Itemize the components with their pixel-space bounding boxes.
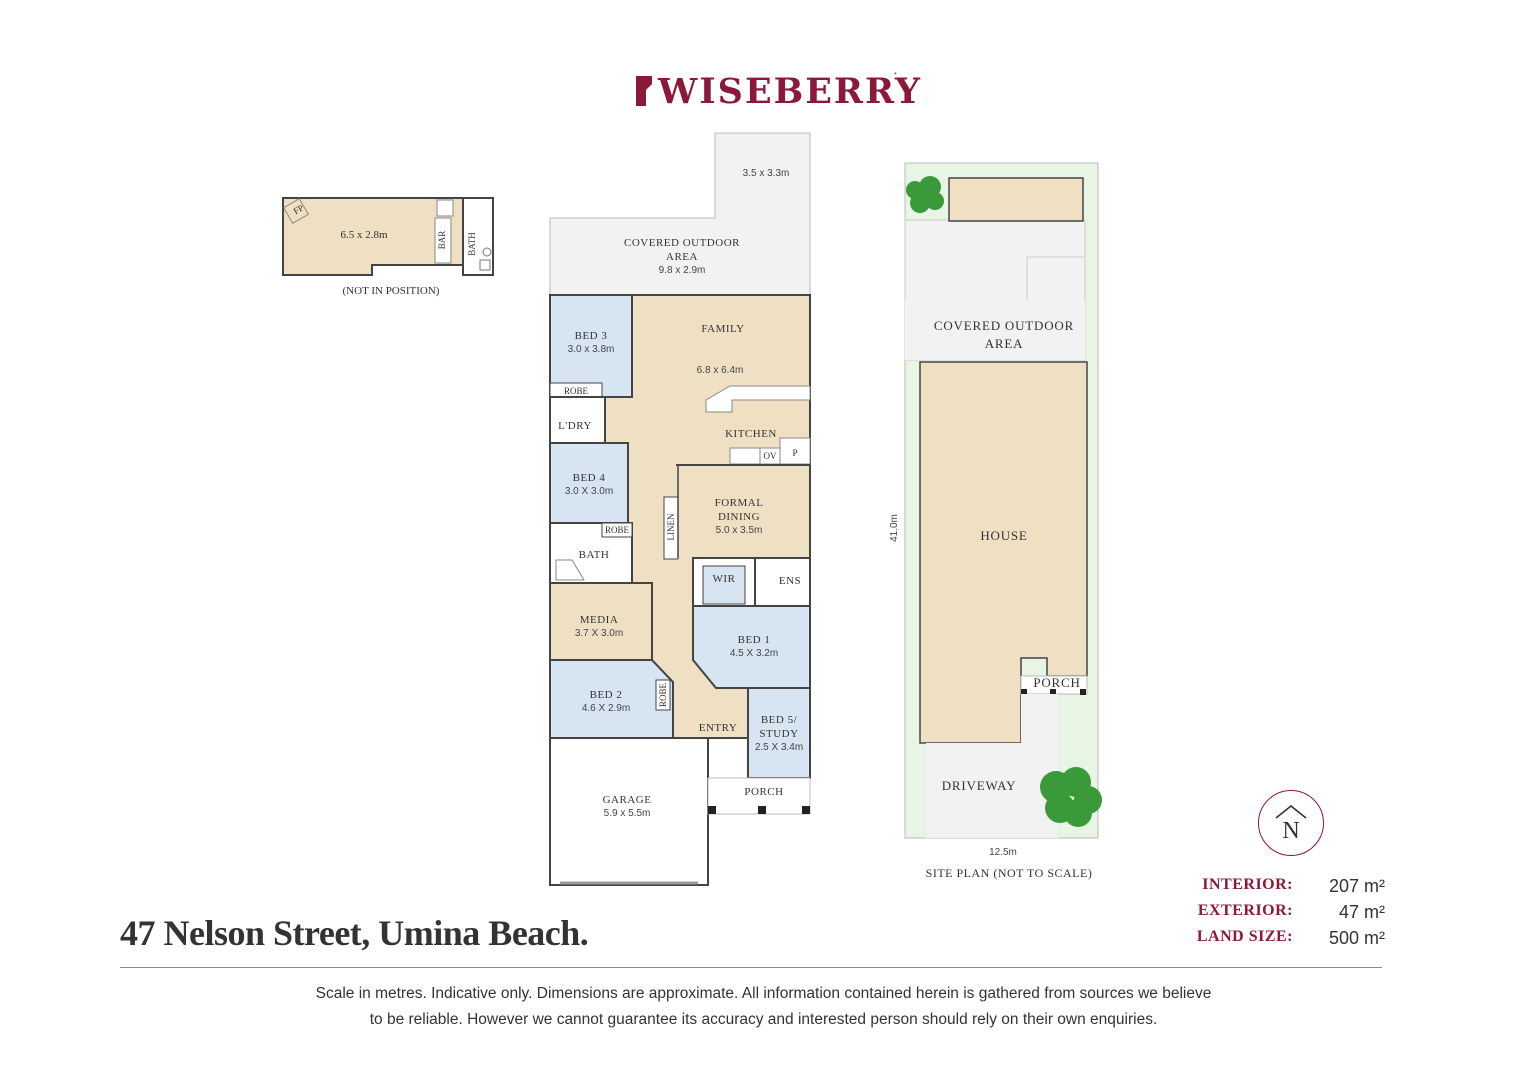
wir-label: WIR	[713, 573, 736, 585]
site-width: 12.5m	[989, 847, 1017, 858]
stat-label: INTERIOR:	[1202, 876, 1293, 893]
tree-icon	[1040, 767, 1102, 827]
divider	[120, 967, 1382, 968]
bed3-robe-label: ROBE	[564, 386, 589, 396]
site-covered-outdoor-label: COVERED OUTDOOR	[934, 318, 1074, 333]
property-address: 47 Nelson Street, Umina Beach.	[120, 913, 589, 953]
bed3-label: BED 3	[575, 330, 608, 342]
covered-outdoor-label: COVERED OUTDOOR	[624, 237, 740, 249]
site-covered-outdoor-label-2: AREA	[985, 336, 1024, 351]
bed2-robe-label: ROBE	[658, 683, 668, 708]
bed3-size: 3.0 x 3.8m	[568, 344, 615, 355]
brand-tm: *	[894, 72, 897, 79]
ensuite-label: ENS	[779, 575, 801, 587]
bed4-size: 3.0 X 3.0m	[565, 486, 613, 497]
stat-land-size: LAND SIZE: 500 m²	[1180, 928, 1385, 954]
site-plan: COVERED OUTDOOR AREA HOUSE PORCH DRIVEWA…	[889, 162, 1102, 880]
bed2-label: BED 2	[590, 689, 623, 701]
bath-robe-label: ROBE	[605, 525, 630, 535]
stat-value: 47 m²	[1338, 902, 1385, 922]
brand-logo: WISEBERRY *	[636, 70, 920, 114]
laundry-label: L'DRY	[558, 420, 592, 432]
formal-dining-label-2: DINING	[718, 511, 760, 523]
extension-size: 3.5 x 3.3m	[743, 168, 790, 179]
stat-value: 500 m²	[1328, 928, 1385, 948]
detached-room-size: 6.5 x 2.8m	[340, 229, 388, 241]
brand-name: WISEBERRY	[658, 71, 922, 112]
garage-label: GARAGE	[603, 794, 652, 806]
family-size: 6.8 x 6.4m	[697, 365, 744, 376]
porch-label: PORCH	[744, 786, 783, 798]
bed2-size: 4.6 X 2.9m	[582, 703, 630, 714]
site-plan-caption: SITE PLAN (NOT TO SCALE)	[926, 866, 1093, 880]
formal-dining-size: 5.0 x 3.5m	[716, 525, 763, 536]
brand-mark-icon	[636, 76, 652, 106]
bed1-size: 4.5 X 3.2m	[730, 648, 778, 659]
pantry-label: P	[792, 448, 797, 458]
bed1-label: BED 1	[738, 634, 771, 646]
driveway-label: DRIVEWAY	[942, 778, 1017, 793]
garage-size: 5.9 x 5.5m	[604, 808, 651, 819]
site-length: 41.0m	[889, 514, 900, 542]
covered-outdoor-label-2: AREA	[666, 251, 698, 263]
fireplace-label: FP	[292, 203, 306, 217]
site-porch-label: PORCH	[1033, 675, 1080, 690]
disclaimer-line-2: to be reliable. However we cannot guaran…	[369, 1011, 1158, 1028]
north-compass-icon: N	[1258, 790, 1324, 856]
main-floor-plan: 3.5 x 3.3m COVERED OUTDOOR AREA 9.8 x 2.…	[549, 132, 811, 886]
bed5-label: BED 5/	[761, 714, 798, 726]
house-label: HOUSE	[980, 528, 1027, 543]
bath-label: BATH	[579, 549, 610, 561]
bed5-size: 2.5 X 3.4m	[755, 742, 803, 753]
bed5-label-2: STUDY	[759, 728, 798, 740]
stat-label: EXTERIOR:	[1197, 902, 1293, 919]
formal-dining-label: FORMAL	[715, 497, 764, 509]
disclaimer: Scale in metres. Indicative only. Dimens…	[280, 981, 1247, 1033]
bar-label: BAR	[437, 231, 447, 250]
floor-plan-drawing: 6.5 x 2.8m BAR BATH FP (NOT IN POSITION)	[282, 132, 1102, 886]
compass-letter: N	[1282, 818, 1299, 844]
stat-value: 207 m²	[1328, 876, 1385, 896]
tree-icon	[906, 176, 944, 213]
not-in-position-note: (NOT IN POSITION)	[343, 285, 440, 297]
disclaimer-line-1: Scale in metres. Indicative only. Dimens…	[315, 985, 1212, 1002]
detached-room: 6.5 x 2.8m BAR BATH FP (NOT IN POSITION)	[282, 197, 494, 297]
covered-outdoor-size: 9.8 x 2.9m	[659, 265, 706, 276]
area-stats: INTERIOR: 207 m² EXTERIOR: 47 m² LAND SI…	[1180, 876, 1385, 954]
kitchen-label: KITCHEN	[725, 428, 777, 440]
oven-label: OV	[764, 451, 777, 461]
stat-interior: INTERIOR: 207 m²	[1180, 876, 1385, 902]
media-label: MEDIA	[580, 614, 619, 626]
family-label: FAMILY	[701, 323, 744, 335]
stat-label: LAND SIZE:	[1196, 928, 1293, 945]
bed4-label: BED 4	[573, 472, 606, 484]
linen-label: LINEN	[666, 513, 676, 540]
detached-bath-label: BATH	[467, 232, 477, 256]
stat-exterior: EXTERIOR: 47 m²	[1180, 902, 1385, 928]
media-size: 3.7 X 3.0m	[575, 628, 623, 639]
entry-label: ENTRY	[699, 722, 738, 734]
